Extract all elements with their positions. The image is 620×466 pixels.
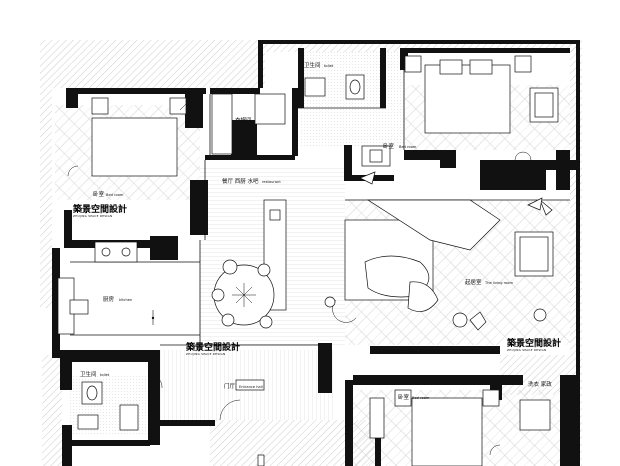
label-kitchen: 厨房 <box>103 295 115 303</box>
room-labels: 卫生间 toilet 卧室 Bed room 衣帽间 卧室 Bed room 餐… <box>80 61 552 401</box>
label-bedroom-master: 卧室 <box>383 142 395 150</box>
label-bedroom-bottom-en: Bed room <box>412 396 430 400</box>
toilet-fixtures-top <box>304 74 391 167</box>
label-entrance-en: Entrance hall <box>239 385 263 389</box>
label-bedroom-master-en: Bed room <box>399 145 417 149</box>
label-bath-top: 卫生间 <box>304 61 321 69</box>
brand-logo-right: 築景空間設計 <box>506 337 561 349</box>
label-bedroom-left-en: Bed room <box>106 193 124 197</box>
dining-set <box>211 199 287 329</box>
brand-logo-left: 築景空間設計 <box>72 203 127 215</box>
label-bath-top-en: toilet <box>324 64 334 68</box>
label-kitchen-en: kitchen <box>119 298 132 302</box>
label-dining: 餐厅 西厨 水吧 <box>222 177 259 185</box>
brand-sub-left: ZHUJING SPACE DESIGN <box>73 214 112 218</box>
left-bed <box>67 97 193 177</box>
brand-sub-center: ZHUJING SPACE DESIGN <box>186 352 225 356</box>
label-living: 起居室 <box>465 278 482 286</box>
label-bedroom-left: 卧室 <box>93 190 105 198</box>
markers <box>151 171 543 325</box>
label-laundry: 洗衣 家政 <box>528 380 552 388</box>
living-room-furniture <box>324 199 554 331</box>
label-bedroom-bottom: 卧室 <box>398 393 410 401</box>
label-bath-bottom: 卫生间 <box>80 370 97 378</box>
closet <box>211 93 286 155</box>
entrance-fixtures <box>219 379 265 466</box>
walls <box>52 40 580 466</box>
label-living-en: The living room <box>484 281 513 285</box>
brand-sub-right: ZHUJING SPACE DESIGN <box>507 348 546 352</box>
toilet-fixtures-bottom <box>77 374 163 431</box>
brand-watermarks: 築景空間設計 ZHUJING SPACE DESIGN 築景空間設計 ZHUJI… <box>72 203 561 356</box>
bottom-bed <box>369 389 551 466</box>
label-closet: 衣帽间 <box>235 116 252 124</box>
label-dining-en: restaurant <box>262 180 281 184</box>
kitchen-fixtures <box>57 241 138 335</box>
label-entrance: 门厅 <box>224 382 236 390</box>
label-bath-bottom-en: toilet <box>100 373 110 377</box>
brand-logo-center: 築景空間設計 <box>185 341 240 353</box>
master-bed <box>404 55 559 169</box>
